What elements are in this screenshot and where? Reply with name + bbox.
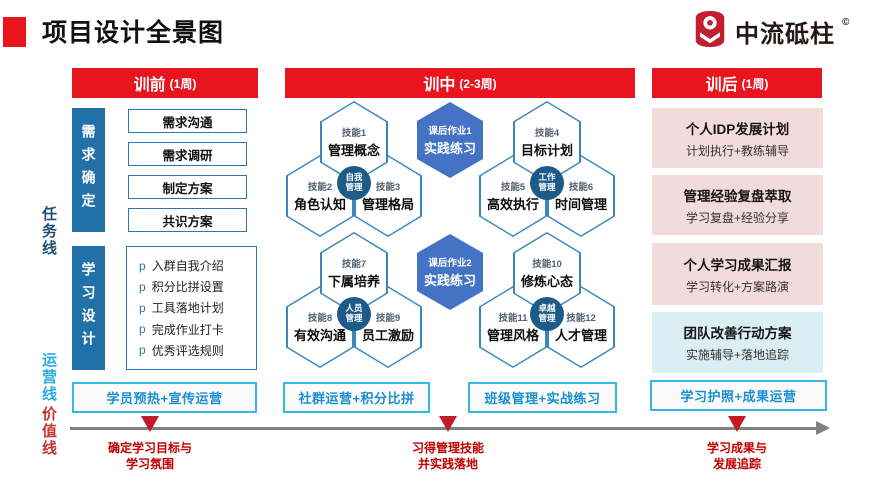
learning-design-list: p 入群自我介绍 p 积分比拼设置 p 工具落地计划 p 完成作业打卡 p 优秀… [126, 246, 257, 370]
milestone-marker-icon [439, 416, 457, 432]
bullet-icon: p [139, 343, 146, 358]
rail-task-line: 任务线 [40, 206, 57, 257]
tab-learning-design: 学习设计 [72, 246, 105, 370]
milestone-label-2: 习得管理技能 并实践落地 [411, 441, 484, 471]
brand-name: 中流砥柱 [735, 21, 835, 48]
milestone-marker-icon [141, 416, 159, 432]
rail-operation-line: 运营线 [40, 352, 57, 403]
bullet-icon: p [139, 322, 146, 337]
title-accent-square [3, 17, 26, 47]
category-self-management: 自我 管理 [337, 166, 371, 200]
rail-value-line: 价值线 [40, 406, 57, 457]
step-requirement-research: 需求调研 [128, 142, 247, 166]
page-title: 项目设计全景图 [42, 19, 225, 47]
list-item: p 入群自我介绍 [139, 258, 224, 274]
step-requirement-communication: 需求沟通 [128, 109, 247, 133]
milestone-label-1: 确定学习目标与 学习氛围 [107, 441, 192, 471]
milestone-label-3: 学习成果与 发展追踪 [706, 441, 767, 471]
card-experience-review: 管理经验复盘萃取 学习复盘+经验分享 [652, 175, 823, 235]
step-consensus-plan: 共识方案 [128, 208, 247, 232]
header-post-training: 训后 (1周) [652, 68, 822, 98]
header-post-label: 训后 [705, 77, 738, 94]
card-learning-report: 个人学习成果汇报 学习转化+方案路演 [652, 243, 823, 305]
header-post-duration: (1周) [741, 76, 769, 91]
step-make-plan: 制定方案 [128, 175, 247, 199]
pre-operation-banner: 学员预热+宣传运营 [72, 382, 257, 413]
header-pre-label: 训前 [133, 77, 166, 94]
list-item: p 优秀评选规则 [139, 343, 224, 358]
brand-logo: 中流砥柱 © [692, 10, 849, 53]
header-mid-label: 训中 [423, 77, 456, 94]
mid-community-banner: 社群运营+积分比拼 [283, 382, 430, 413]
card-team-action-plan: 团队改善行动方案 实施辅导+落地追踪 [652, 312, 823, 373]
timeline-arrowhead-icon [816, 421, 830, 435]
list-item: p 积分比拼设置 [139, 279, 224, 295]
category-people-management: 人员 管理 [337, 297, 371, 331]
milestone-marker-icon [728, 416, 746, 432]
mid-class-banner: 班级管理+实战练习 [468, 382, 617, 413]
header-pre-training: 训前 (1周) [72, 68, 258, 98]
brand-registered-mark: © [842, 17, 850, 28]
list-item: p 工具落地计划 [139, 300, 224, 316]
bullet-icon: p [139, 258, 146, 273]
header-pre-duration: (1周) [169, 76, 197, 91]
list-item: p 完成作业打卡 [139, 322, 224, 337]
category-work-management: 工作 管理 [530, 166, 564, 200]
card-idp-plan: 个人IDP发展计划 计划执行+教练辅导 [652, 108, 823, 168]
bullet-icon: p [139, 279, 146, 294]
bullet-icon: p [139, 300, 146, 315]
category-excellence-management: 卓越 管理 [530, 297, 564, 331]
header-mid-training: 训中 (2-3周) [285, 68, 635, 98]
tab-requirement-confirm: 需求确定 [72, 108, 105, 232]
post-passport-banner: 学习护照+成果运营 [650, 380, 827, 411]
brand-logo-icon [692, 10, 728, 53]
header-mid-duration: (2-3周) [459, 76, 497, 91]
hex-homework-1: 课后作业1 实践练习 [417, 102, 483, 178]
hex-homework-2: 课后作业2 实践练习 [417, 234, 483, 310]
